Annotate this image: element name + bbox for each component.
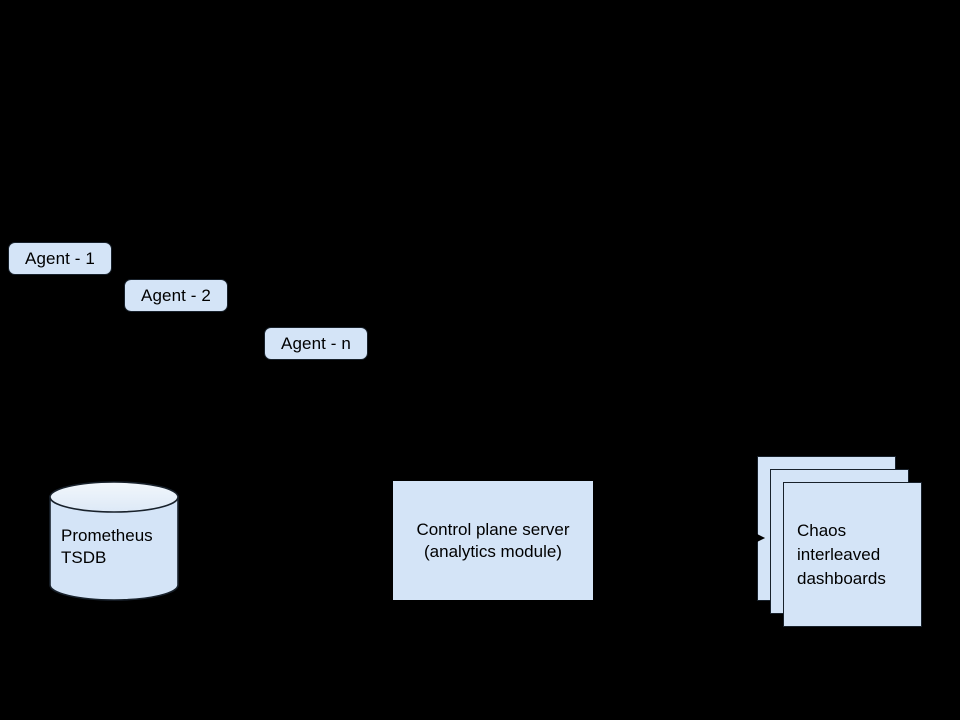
node-chaos-interleaved-dashboards-label: Chaos interleaved dashboards bbox=[797, 520, 886, 588]
arrow-server-to-dashboards-icon bbox=[593, 530, 766, 546]
cylinder-shape-icon bbox=[49, 481, 179, 601]
node-prometheus-tsdb[interactable]: Prometheus TSDB bbox=[49, 481, 179, 601]
node-control-plane-server-label: Control plane server (analytics module) bbox=[416, 519, 570, 561]
node-agent-n[interactable]: Agent - n bbox=[264, 327, 368, 360]
node-chaos-interleaved-dashboards[interactable]: Chaos interleaved dashboards bbox=[783, 482, 922, 627]
node-control-plane-server[interactable]: Control plane server (analytics module) bbox=[393, 481, 593, 600]
node-agent-2[interactable]: Agent - 2 bbox=[124, 279, 228, 312]
node-agent-2-label: Agent - 2 bbox=[141, 286, 211, 305]
node-agent-n-label: Agent - n bbox=[281, 334, 351, 353]
node-prometheus-tsdb-label: Prometheus TSDB bbox=[61, 526, 153, 567]
node-agent-1[interactable]: Agent - 1 bbox=[8, 242, 112, 275]
node-agent-1-label: Agent - 1 bbox=[25, 249, 95, 268]
